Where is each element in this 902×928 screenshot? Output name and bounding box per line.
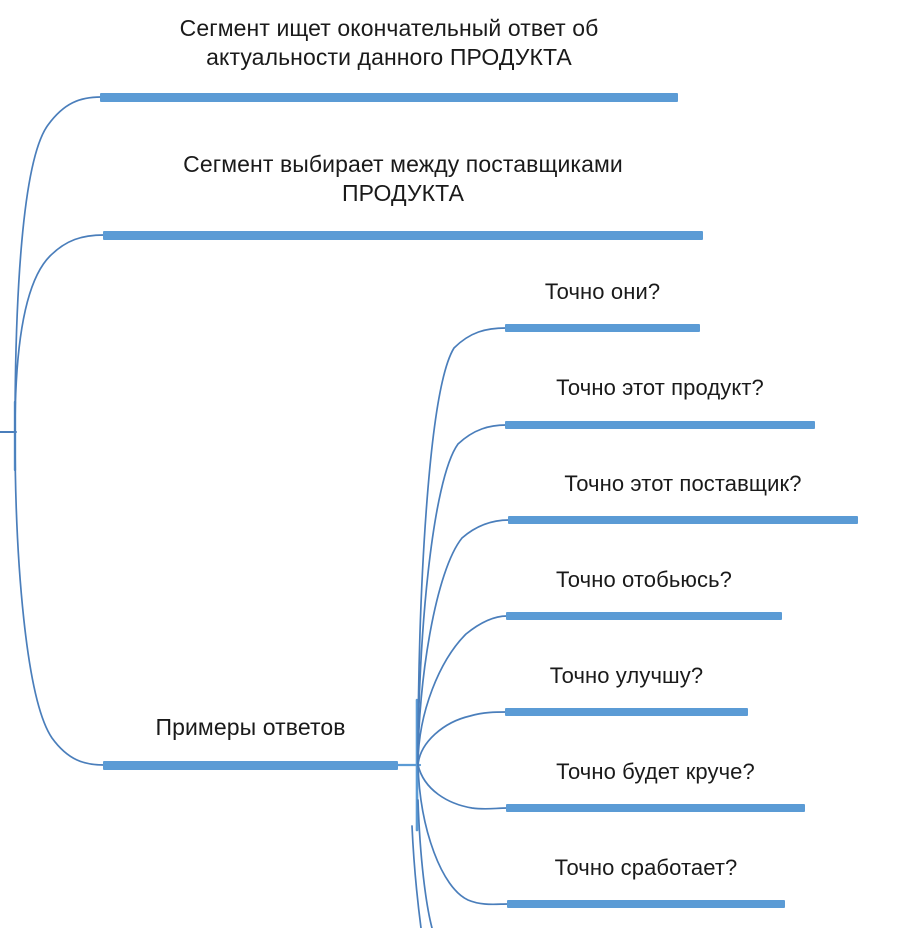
branch-label-2: Сегмент выбирает между поставщиками ПРОД…	[183, 151, 623, 207]
connector-root-to-branch-1	[14, 96, 102, 433]
sub-branch-bar-3[interactable]	[508, 516, 858, 524]
connector-root-to-branch-3	[14, 431, 105, 766]
sub-branch-bar-7[interactable]	[507, 900, 785, 908]
branch-label-3: Примеры ответов	[155, 714, 346, 740]
sub-branch-label-3: Точно этот поставщик?	[564, 471, 802, 496]
sub-branch-label-2: Точно этот продукт?	[556, 375, 764, 400]
sub-branch-bar-4[interactable]	[506, 612, 782, 620]
sub-branch-label-5: Точно улучшу?	[549, 663, 704, 688]
sub-branch-label-6: Точно будет круче?	[556, 759, 755, 784]
connector-junction-to-sub-1	[417, 327, 507, 766]
branch-bar-3[interactable]	[103, 761, 398, 770]
sub-branch-label-1: Точно они?	[544, 279, 661, 304]
connector-junction-to-sub-7	[417, 764, 509, 906]
branch-bar-1[interactable]	[100, 93, 678, 102]
connector-junction-to-sub-2	[417, 424, 507, 766]
connector-junction-to-sub-6	[417, 764, 508, 810]
connector-junction-to-sub-5	[417, 711, 507, 766]
connector-junction-tail-2	[411, 825, 422, 928]
sub-branch-bar-1[interactable]	[505, 324, 700, 332]
sub-branch-bar-5[interactable]	[505, 708, 748, 716]
connector-junction-to-sub-4	[417, 615, 508, 766]
sub-branch-bar-2[interactable]	[505, 421, 815, 429]
branch-label-1: Сегмент ищет окончательный ответ об акту…	[179, 15, 599, 71]
connector-root-to-branch-2	[14, 234, 105, 433]
branch-bar-2[interactable]	[103, 231, 703, 240]
connector-junction-tail	[417, 799, 433, 928]
connector-junction-to-sub-3	[417, 519, 510, 766]
sub-branch-label-4: Точно отобьюсь?	[555, 567, 732, 592]
sub-branch-bar-6[interactable]	[506, 804, 805, 812]
sub-branch-label-7: Точно сработает?	[554, 855, 738, 880]
